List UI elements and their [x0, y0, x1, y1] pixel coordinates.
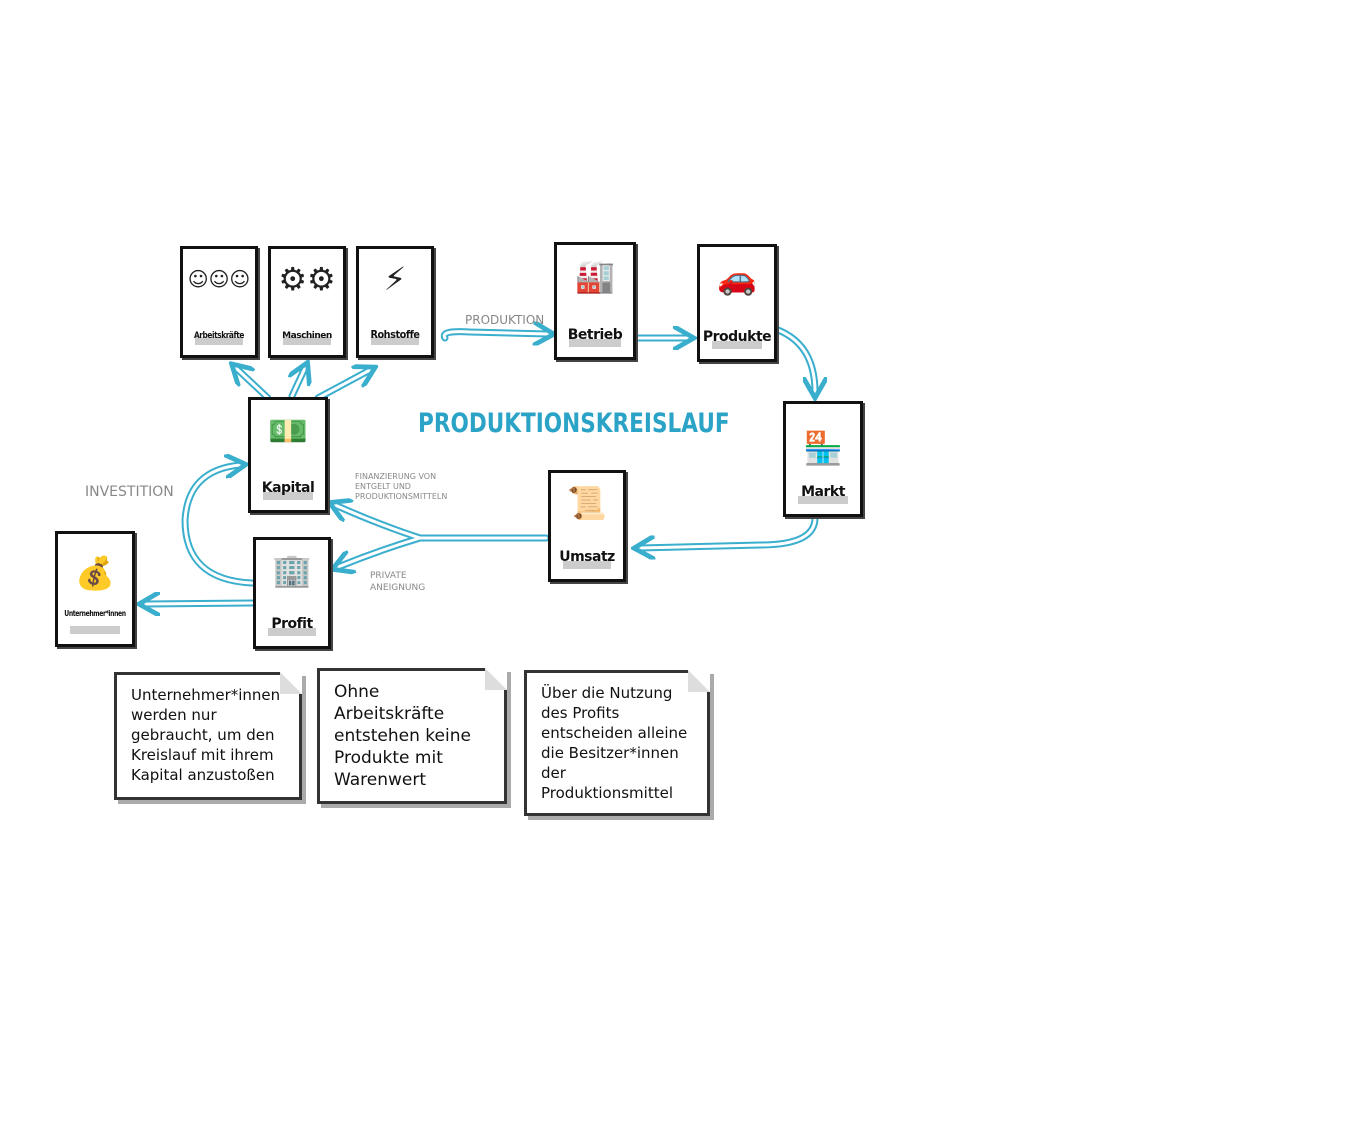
arrow-investition [181, 461, 256, 587]
card-produkte: 🚗 Produkte [697, 244, 777, 362]
card-label: Unternehmer*innen [64, 609, 126, 618]
buildings-icon: 🏢 [272, 550, 312, 589]
diagram-title: PRODUKTIONSKREISLAUF [418, 408, 730, 439]
card-betrieb: 🏭 Betrieb [554, 242, 636, 360]
card-label: Rohstoffe [370, 328, 420, 341]
label-produktion: PRODUKTION [465, 313, 545, 327]
card-umsatz: 📜 Umsatz [548, 470, 626, 582]
factory-icon: 🏭 [575, 257, 615, 296]
card-arbeitskraefte: ☺☺☺ Arbeitskräfte [180, 246, 258, 358]
card-label: Maschinen [282, 331, 332, 341]
label-investition: INVESTITION [85, 484, 174, 500]
card-unternehmer: 💰 Unternehmer*innen [55, 531, 135, 647]
receipt-icon: 📜 [567, 483, 607, 522]
card-label: Betrieb [567, 327, 623, 343]
card-label: Arbeitskräfte [193, 331, 245, 341]
card-maschinen: ⚙⚙ Maschinen [268, 246, 346, 358]
arrow-umsatz-kapital [331, 501, 550, 542]
card-label: Kapital [261, 480, 315, 496]
card-rohstoffe: ⚡ Rohstoffe [356, 246, 434, 358]
card-label: Profit [271, 616, 313, 632]
card-profit: 🏢 Profit [253, 537, 331, 649]
power-tower-icon: ⚡ [383, 259, 407, 298]
gears-icon: ⚙⚙ [278, 259, 336, 298]
note-unternehmer: Unternehmer*innen werden nur gebraucht, … [114, 672, 302, 800]
entrepreneur-icon: 💰 [75, 553, 115, 592]
card-label: Produkte [702, 329, 772, 345]
money-icon: 💵 [268, 411, 308, 450]
card-label: Umsatz [559, 549, 615, 565]
label-aneignung: PRIVATE ANEIGNUNG [370, 571, 426, 593]
note-profit: Über die Nutzung des Profits entscheiden… [524, 670, 710, 816]
note-arbeitskraefte: Ohne Arbeitskräfte entstehen keine Produ… [317, 668, 507, 804]
workers-icon: ☺☺☺ [187, 266, 251, 291]
market-stall-icon: 🏪 [803, 429, 843, 467]
card-kapital: 💵 Kapital [248, 397, 328, 513]
card-markt: 🏪 Markt [783, 401, 863, 517]
products-icon: 🚗 [717, 259, 757, 298]
card-label: Markt [801, 484, 845, 500]
label-finanzierung: FINANZIERUNG VON ENTGELT UND PRODUKTIONS… [355, 472, 448, 501]
